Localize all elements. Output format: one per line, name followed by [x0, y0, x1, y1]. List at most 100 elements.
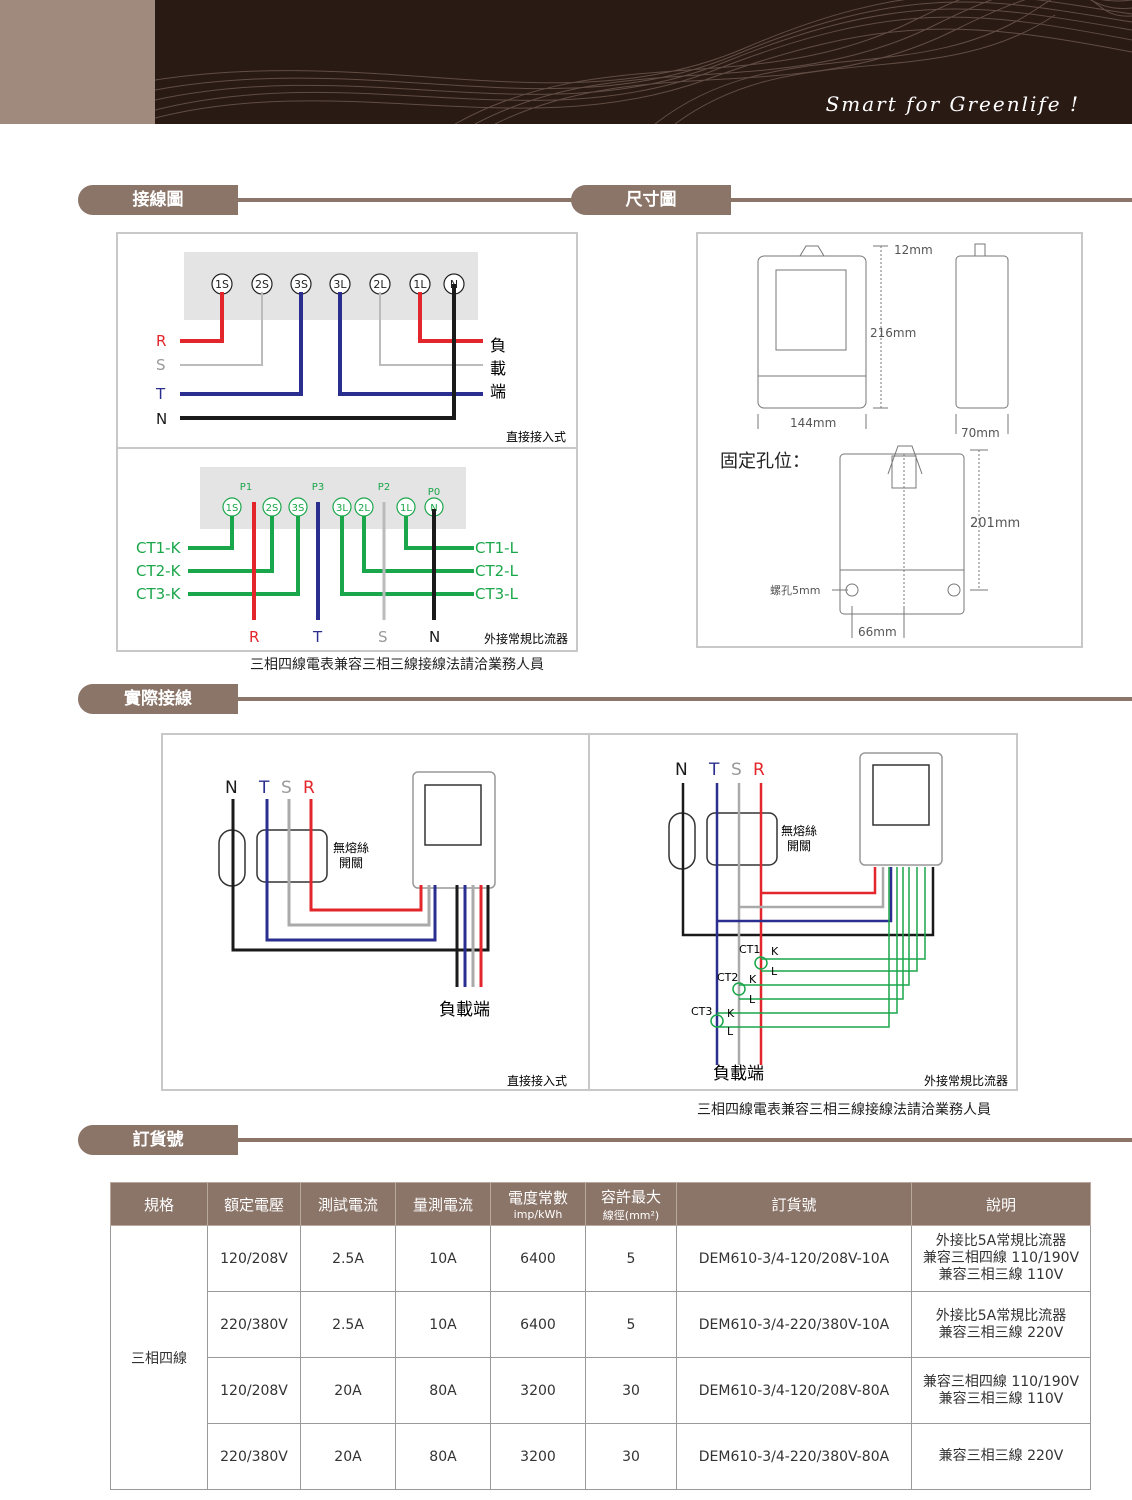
cell-order: DEM610-3/4-120/208V-10A: [676, 1225, 912, 1292]
dim-144mm: 144mm: [790, 416, 836, 430]
cell-order: DEM610-3/4-120/208V-80A: [676, 1357, 912, 1424]
table-row: 220/380V 2.5A 10A 6400 5 DEM610-3/4-220/…: [111, 1291, 1091, 1358]
breaker-label-ct-1: 無熔絲: [781, 823, 817, 838]
th-wire-main: 容許最大: [600, 1187, 661, 1206]
section-title-dimensions: 尺寸圖: [571, 185, 731, 215]
cell-voltage: 220/380V: [207, 1423, 301, 1490]
section-head-wiring: 接線圖: [78, 185, 578, 215]
banner-wave-graphic: [155, 0, 1132, 124]
ct3-k: K: [727, 1007, 735, 1020]
actual-right-s: S: [731, 760, 742, 780]
note-line: 兼容三相四線 110/190V: [922, 1373, 1080, 1390]
load-label-2: 載: [490, 359, 506, 378]
section-head-actual: 實際接線: [78, 684, 1132, 714]
actual-left-caption: 直接接入式: [507, 1073, 567, 1088]
terminal-label: N: [430, 503, 437, 514]
terminal-label: 2L: [373, 278, 387, 291]
cell-wire: 5: [585, 1291, 677, 1358]
note-line: 兼容三相三線 220V: [938, 1324, 1064, 1341]
ct1-k-label: CT1-K: [136, 539, 182, 557]
ct2-k-label: CT2-K: [136, 562, 182, 580]
actual-note: 三相四線電表兼容三相三線接線法請洽業務人員: [697, 1102, 991, 1118]
breaker-label-1: 無熔絲: [333, 840, 369, 855]
th-order-no: 訂貨號: [676, 1182, 912, 1226]
cell-test: 2.5A: [300, 1225, 396, 1292]
cell-voltage: 120/208V: [207, 1357, 301, 1424]
phase-label-t: T: [155, 385, 166, 403]
terminal-block-ct: [200, 467, 466, 529]
section-title-actual: 實際接線: [78, 684, 238, 714]
actual-wiring-box: N T S R 無熔絲 開關 負載端 直接接入式 N T S R: [161, 733, 1018, 1091]
pin-p0: P0: [428, 487, 440, 498]
banner-tan-block: [0, 0, 155, 124]
table-row: 220/380V 20A 80A 3200 30 DEM610-3/4-220/…: [111, 1423, 1091, 1490]
dimension-diagram-box: 12mm 216mm 144mm 70mm 固定孔位： 201mm 螺孔5mm …: [696, 232, 1083, 648]
ct1-l: L: [771, 965, 778, 978]
ct3-l: L: [727, 1025, 734, 1038]
cell-voltage: 220/380V: [207, 1291, 301, 1358]
ct1-label: CT1: [739, 943, 760, 956]
breaker-label-2: 開關: [339, 856, 363, 870]
cell-const: 3200: [490, 1423, 586, 1490]
dimension-diagram-svg: 12mm 216mm 144mm 70mm 固定孔位： 201mm 螺孔5mm …: [720, 243, 1020, 639]
bottom-phase-n: N: [429, 628, 440, 646]
dim-66mm: 66mm: [858, 625, 897, 639]
ct2-k: K: [749, 973, 757, 986]
cell-note: 外接比5A常規比流器 兼容三相四線 110/190V 兼容三相三線 110V: [911, 1225, 1091, 1292]
terminal-label: 1S: [215, 278, 229, 291]
ct2-label: CT2: [717, 971, 738, 984]
banner-slogan: Smart for Greenlife !: [825, 92, 1080, 116]
cell-measure: 10A: [395, 1225, 491, 1292]
actual-left-r: R: [303, 778, 315, 798]
terminal-label: 1L: [400, 503, 412, 514]
actual-right-t: T: [708, 760, 720, 780]
caption-ct: 外接常規比流器: [484, 631, 568, 646]
actual-right-n: N: [675, 760, 688, 780]
terminal-label: 3L: [333, 278, 347, 291]
cell-measure: 80A: [395, 1423, 491, 1490]
dim-216mm: 216mm: [870, 326, 916, 340]
th-description: 說明: [911, 1182, 1091, 1226]
ct3-label: CT3: [691, 1005, 712, 1018]
terminal-label: 2S: [266, 503, 279, 514]
section-rule: [228, 198, 578, 202]
actual-wiring-svg: N T S R 無熔絲 開關 負載端 直接接入式 N T S R: [218, 735, 1008, 1089]
cell-const: 6400: [490, 1225, 586, 1292]
load-label-1: 負: [490, 336, 506, 355]
note-line: 兼容三相三線 110V: [938, 1267, 1064, 1283]
th-wire-unit: 線徑(mm²): [602, 1208, 660, 1222]
note-line: 外接比5A常規比流器: [935, 1233, 1067, 1249]
cell-wire: 5: [585, 1225, 677, 1292]
ct3-k-label: CT3-K: [136, 585, 182, 603]
section-rule: [721, 198, 1132, 202]
th-test-current: 測試電流: [300, 1182, 396, 1226]
cell-order: DEM610-3/4-220/380V-80A: [676, 1423, 912, 1490]
header-banner: Smart for Greenlife !: [0, 0, 1132, 124]
cell-wire: 30: [585, 1357, 677, 1424]
terminal-label: 1L: [413, 278, 427, 291]
bottom-phase-r: R: [249, 628, 259, 646]
actual-left-load: 負載端: [439, 1000, 490, 1020]
bottom-phase-s: S: [378, 628, 388, 646]
cell-voltage: 120/208V: [207, 1225, 301, 1292]
note-line: 外接比5A常規比流器: [935, 1307, 1067, 1324]
cell-note: 外接比5A常規比流器 兼容三相三線 220V: [911, 1291, 1091, 1358]
cell-note: 兼容三相四線 110/190V 兼容三相三線 110V: [911, 1357, 1091, 1424]
cell-measure: 80A: [395, 1357, 491, 1424]
th-voltage: 額定電壓: [207, 1182, 301, 1226]
section-title-order: 訂貨號: [78, 1125, 238, 1155]
cell-order: DEM610-3/4-220/380V-10A: [676, 1291, 912, 1358]
bottom-phase-t: T: [312, 628, 323, 646]
dim-screw: 螺孔5mm: [770, 584, 820, 597]
phase-label-s: S: [156, 356, 166, 374]
note-line: 兼容三相三線 110V: [938, 1390, 1064, 1407]
actual-right-load: 負載端: [713, 1064, 764, 1084]
wiring-note: 三相四線電表兼容三相三線接線法請洽業務人員: [250, 657, 544, 673]
actual-left-t: T: [258, 778, 270, 798]
cell-measure: 10A: [395, 1291, 491, 1358]
pin-p2: P2: [378, 482, 390, 493]
